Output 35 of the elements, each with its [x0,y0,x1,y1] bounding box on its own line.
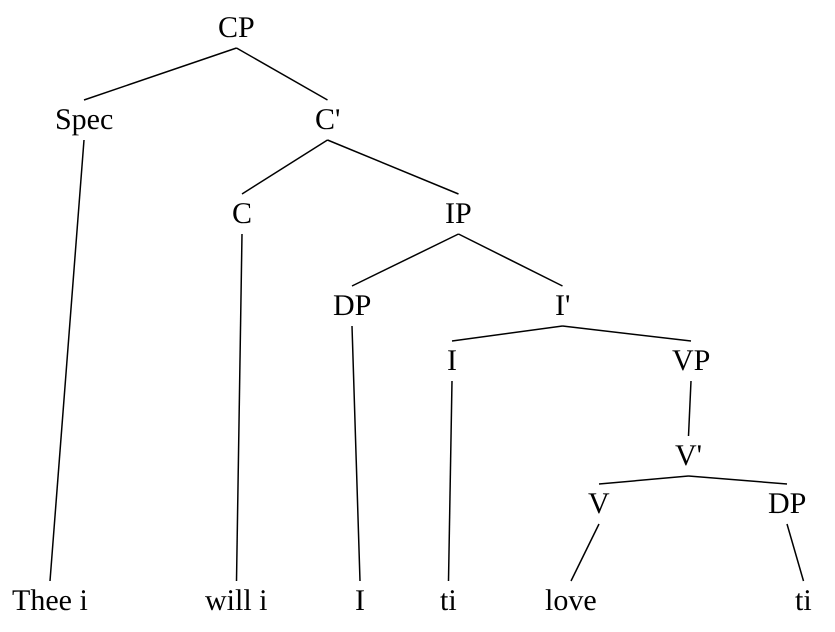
tree-branch-line [351,326,361,582]
tree-branch-line [688,380,692,436]
tree-branch-line [352,233,459,287]
tree-branch-line [236,234,243,582]
tree-branch-line [327,139,459,195]
syntax-node-label: IP [445,198,472,230]
syntax-node-label: C [232,198,252,230]
syntax-node-label: I' [555,290,570,322]
tree-branch-line [452,325,563,342]
tree-branch-line [688,475,788,485]
tree-branch-line [786,524,804,582]
tree-branch-line [448,380,453,582]
syntax-node-label: V [588,488,610,520]
syntax-node-label: C' [315,104,340,136]
tree-branch-line [598,475,689,485]
syntax-node-label: DP [333,290,372,322]
word-leaf: ti [440,585,457,617]
word-leaf: will i [205,585,268,617]
syntax-node-label: I [447,345,457,377]
tree-branch-line [49,140,85,582]
tree-branch-line [458,233,563,287]
syntax-node-label: VP [672,345,710,377]
tree-branch-line [236,47,328,101]
tree-branch-line [562,325,692,342]
syntax-node-label: V' [675,440,702,472]
tree-branch-line [570,524,600,582]
word-leaf: ti [795,585,812,617]
syntax-node-label: CP [218,12,255,44]
tree-branch-line [242,139,328,195]
word-leaf: I [355,585,365,617]
syntax-node-label: Spec [55,104,114,136]
word-leaf: Thee i [12,585,88,617]
word-leaf: love [545,585,597,617]
syntax-node-label: DP [768,488,806,520]
tree-branch-line [84,47,237,101]
